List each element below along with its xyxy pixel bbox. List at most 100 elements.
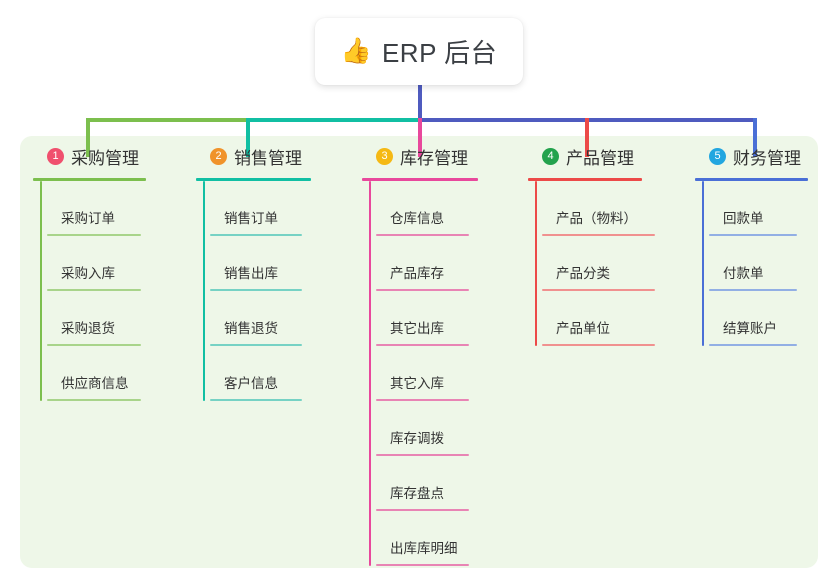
leaf-item-label: 采购订单: [61, 211, 115, 226]
branch-title: 库存管理: [400, 148, 468, 168]
leaf-item-underline: [709, 344, 797, 346]
leaf-item[interactable]: 供应商信息: [47, 346, 146, 401]
branch-spine: [40, 181, 42, 401]
leaf-item[interactable]: 销售出库: [210, 236, 311, 291]
leaf-item-label: 销售订单: [224, 211, 278, 226]
leaf-item[interactable]: 销售退货: [210, 291, 311, 346]
branch-header-3[interactable]: 3 库存管理: [362, 143, 478, 169]
branch-underline: [528, 178, 642, 181]
leaf-item-label: 销售退货: [224, 321, 278, 336]
leaf-item-underline: [376, 399, 469, 401]
leaf-item[interactable]: 其它出库: [376, 291, 478, 346]
leaf-item-label: 其它入库: [390, 376, 444, 391]
leaf-item-underline: [376, 564, 469, 566]
leaf-item-underline: [47, 399, 141, 401]
leaf-item-underline: [376, 509, 469, 511]
leaf-item-label: 采购入库: [61, 266, 115, 281]
leaf-item[interactable]: 采购退货: [47, 291, 146, 346]
drop-connector-2: [246, 118, 250, 157]
leaf-item[interactable]: 仓库信息: [376, 181, 478, 236]
root-node-title: ERP 后台: [381, 38, 498, 68]
leaf-item[interactable]: 库存调拨: [376, 401, 478, 456]
leaf-item-underline: [542, 344, 655, 346]
leaf-item-underline: [47, 344, 141, 346]
drop-connector-3: [418, 118, 422, 157]
leaf-item[interactable]: 回款单: [709, 181, 808, 236]
leaf-item[interactable]: 产品库存: [376, 236, 478, 291]
branch-spine: [702, 181, 704, 346]
branch-header-2[interactable]: 2 销售管理: [196, 143, 311, 169]
branch-column-1: 1 采购管理采购订单采购入库采购退货供应商信息: [33, 143, 146, 401]
leaf-item[interactable]: 其它入库: [376, 346, 478, 401]
leaf-item-underline: [47, 234, 141, 236]
branch-underline: [33, 178, 146, 181]
leaf-item[interactable]: 采购订单: [47, 181, 146, 236]
leaf-item-underline: [210, 289, 302, 291]
leaf-item-label: 结算账户: [723, 321, 777, 336]
branch-spine: [203, 181, 205, 401]
branch-title: 销售管理: [234, 148, 302, 168]
leaf-item-underline: [210, 234, 302, 236]
leaf-item-underline: [709, 234, 797, 236]
leaf-item[interactable]: 库存盘点: [376, 456, 478, 511]
leaf-item-label: 其它出库: [390, 321, 444, 336]
leaf-item-label: 客户信息: [224, 376, 278, 391]
leaf-item[interactable]: 结算账户: [709, 291, 808, 346]
leaf-item-underline: [376, 454, 469, 456]
branch-column-2: 2 销售管理销售订单销售出库销售退货客户信息: [196, 143, 311, 401]
thumbs-up-icon: 👍: [340, 37, 372, 65]
leaf-item-label: 采购退货: [61, 321, 115, 336]
leaf-item-label: 供应商信息: [61, 376, 129, 391]
leaf-item[interactable]: 采购入库: [47, 236, 146, 291]
leaf-item-label: 产品（物料）: [556, 211, 637, 226]
drop-connector-1: [86, 118, 90, 157]
leaf-item-underline: [542, 234, 655, 236]
branch-underline: [695, 178, 808, 181]
leaf-item[interactable]: 销售订单: [210, 181, 311, 236]
branch-spine: [535, 181, 537, 346]
branch-title: 采购管理: [71, 148, 139, 168]
leaf-item[interactable]: 产品分类: [542, 236, 655, 291]
branch-underline: [196, 178, 311, 181]
leaf-item-underline: [210, 399, 302, 401]
root-node-card[interactable]: 👍 ERP 后台: [315, 18, 523, 85]
leaf-item-underline: [47, 289, 141, 291]
leaf-item-label: 库存盘点: [390, 486, 444, 501]
leaf-item-label: 产品单位: [556, 321, 610, 336]
leaf-item-label: 销售出库: [224, 266, 278, 281]
branch-header-1[interactable]: 1 采购管理: [33, 143, 146, 169]
leaf-item-label: 产品分类: [556, 266, 610, 281]
leaf-item-underline: [376, 234, 469, 236]
branch-items-1: 采购订单采购入库采购退货供应商信息: [33, 181, 146, 401]
bus-segment-2: [246, 118, 418, 122]
bus-segment-1: [86, 118, 246, 122]
branch-items-5: 回款单付款单结算账户: [695, 181, 808, 346]
branch-items-2: 销售订单销售出库销售退货客户信息: [196, 181, 311, 401]
branch-title: 产品管理: [566, 148, 634, 168]
branch-items-3: 仓库信息产品库存其它出库其它入库库存调拨库存盘点出库库明细: [362, 181, 478, 566]
branch-index-badge: 1: [47, 147, 64, 165]
drop-connector-5: [753, 118, 757, 157]
leaf-item-underline: [376, 289, 469, 291]
leaf-item[interactable]: 产品单位: [542, 291, 655, 346]
leaf-item-label: 回款单: [723, 211, 764, 226]
leaf-item-label: 产品库存: [390, 266, 444, 281]
branch-index-badge: 3: [376, 147, 393, 165]
leaf-item-label: 库存调拨: [390, 431, 444, 446]
branch-index-badge: 5: [709, 147, 726, 165]
branch-index-badge: 2: [210, 147, 227, 165]
leaf-item[interactable]: 付款单: [709, 236, 808, 291]
leaf-item[interactable]: 产品（物料）: [542, 181, 655, 236]
branch-items-4: 产品（物料） 产品分类产品单位: [528, 181, 655, 346]
leaf-item[interactable]: 客户信息: [210, 346, 311, 401]
leaf-item[interactable]: 出库库明细: [376, 511, 478, 566]
leaf-item-label: 仓库信息: [390, 211, 444, 226]
leaf-item-underline: [376, 344, 469, 346]
branch-underline: [362, 178, 478, 181]
root-stem-connector: [418, 85, 422, 122]
leaf-item-underline: [210, 344, 302, 346]
leaf-item-underline: [542, 289, 655, 291]
